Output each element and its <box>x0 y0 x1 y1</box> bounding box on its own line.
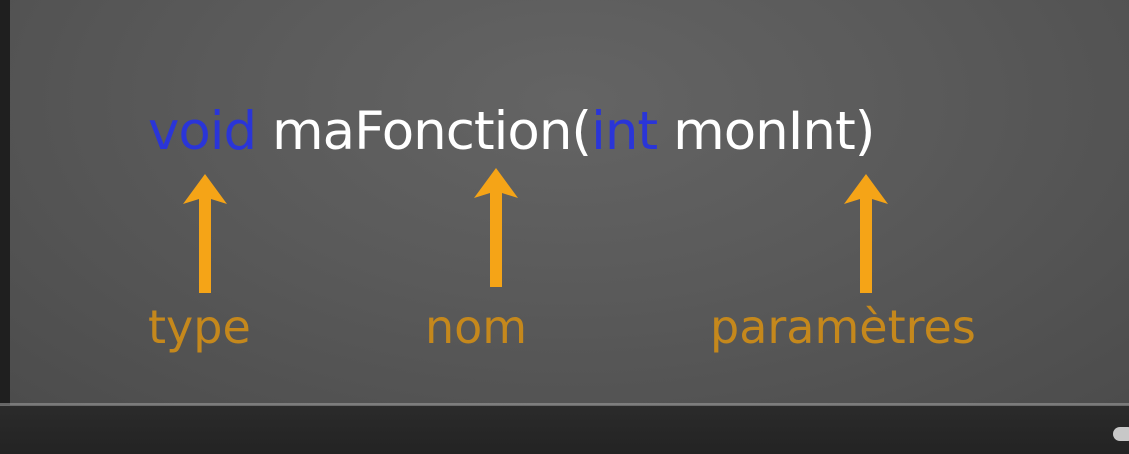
up-arrow-parameters-icon <box>844 174 888 293</box>
label-parameters: paramètres <box>710 300 976 354</box>
space <box>256 101 272 162</box>
param-name: monInt <box>673 101 856 162</box>
up-arrow-name-icon <box>474 168 518 287</box>
open-paren: ( <box>571 101 592 162</box>
up-arrow-type-icon <box>183 174 227 293</box>
scrubber-handle[interactable] <box>1113 427 1129 441</box>
label-type: type <box>148 300 251 354</box>
progress-bar[interactable] <box>0 403 1129 406</box>
function-signature: void maFonction(int monInt) <box>148 92 876 172</box>
function-name: maFonction <box>272 101 572 162</box>
label-name: nom <box>425 300 528 354</box>
param-type-keyword: int <box>591 101 658 162</box>
close-paren: ) <box>854 101 876 162</box>
space <box>657 101 673 162</box>
slide: void maFonction(int monInt) type nom par… <box>10 0 1129 405</box>
return-type-keyword: void <box>148 101 257 162</box>
player-controls-bar <box>0 405 1129 454</box>
